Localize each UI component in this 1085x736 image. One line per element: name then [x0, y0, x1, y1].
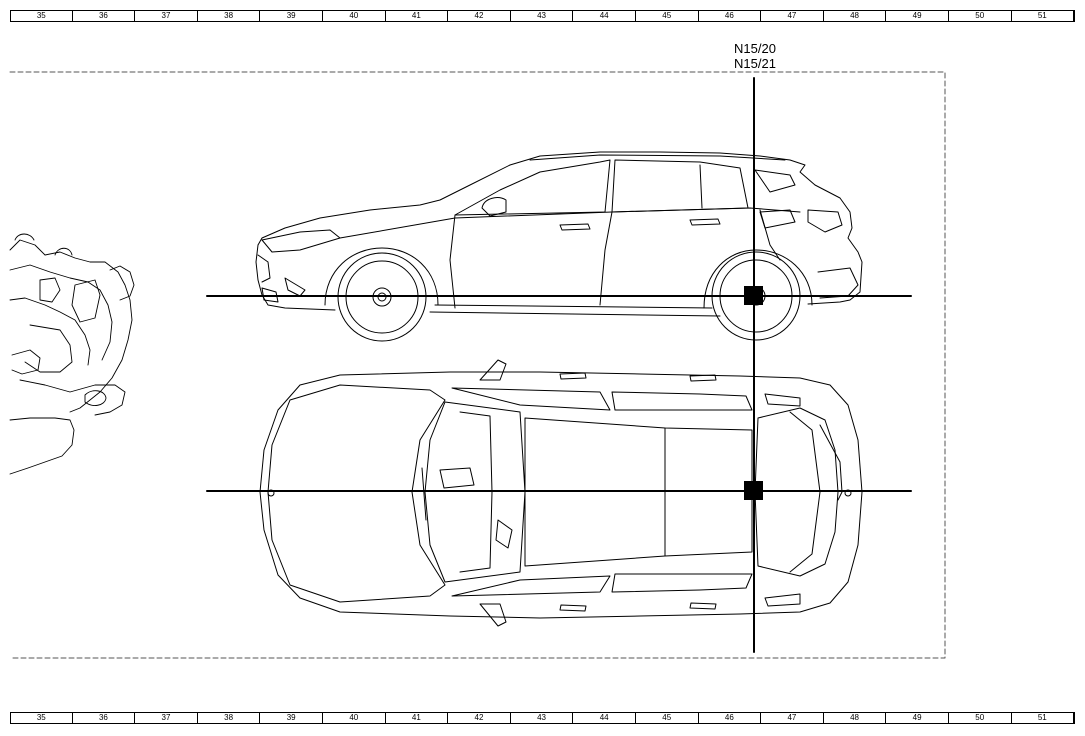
ruler-cell: 37 [135, 11, 198, 21]
top-view-vehicle [259, 359, 863, 627]
component-marker-top-view [744, 481, 763, 500]
ruler-cell: 44 [573, 11, 636, 21]
ruler-cell: 46 [699, 713, 762, 723]
ruler-cell: 45 [636, 11, 699, 21]
ruler-cell: 49 [886, 713, 949, 723]
component-label-n15-20: N15/20 [734, 41, 776, 56]
ruler-cell: 39 [260, 11, 323, 21]
ruler-cell: 50 [949, 11, 1012, 21]
ruler-cell: 48 [824, 713, 887, 723]
ruler-cell: 49 [886, 11, 949, 21]
ruler-cell-blank [1074, 713, 1076, 723]
side-view-vehicle [255, 151, 863, 342]
ruler-cell: 50 [949, 713, 1012, 723]
ruler-cell: 40 [323, 713, 386, 723]
dashed-frame [9, 71, 946, 659]
ruler-cell: 48 [824, 11, 887, 21]
component-label-group: N15/20 N15/21 [734, 41, 776, 71]
ruler-cell: 45 [636, 713, 699, 723]
ruler-cell: 36 [73, 11, 136, 21]
ruler-cell: 41 [386, 713, 449, 723]
ruler-cell: 44 [573, 713, 636, 723]
ruler-cell: 51 [1012, 713, 1075, 723]
ruler-cell: 42 [448, 713, 511, 723]
ruler-cell: 47 [761, 11, 824, 21]
ruler-cell: 41 [386, 11, 449, 21]
ruler-cell: 37 [135, 713, 198, 723]
component-marker-side-view [744, 286, 763, 305]
ruler-cell: 40 [323, 11, 386, 21]
ruler-cell: 42 [448, 11, 511, 21]
ruler-cell: 39 [260, 713, 323, 723]
ruler-cell: 36 [73, 713, 136, 723]
ruler-cell: 47 [761, 713, 824, 723]
engine-detail-drawing [9, 233, 135, 475]
ruler-cell: 51 [1012, 11, 1075, 21]
ruler-cell: 46 [699, 11, 762, 21]
location-crosshair-lines [206, 77, 912, 653]
ruler-cell: 43 [511, 11, 574, 21]
ruler-cell: 43 [511, 713, 574, 723]
ruler-cell: 38 [198, 11, 261, 21]
ruler-cell: 35 [10, 713, 73, 723]
component-label-n15-21: N15/21 [734, 56, 776, 71]
ruler-cell: 35 [10, 11, 73, 21]
ruler-cell-blank [1074, 11, 1076, 21]
ruler-cell: 38 [198, 713, 261, 723]
